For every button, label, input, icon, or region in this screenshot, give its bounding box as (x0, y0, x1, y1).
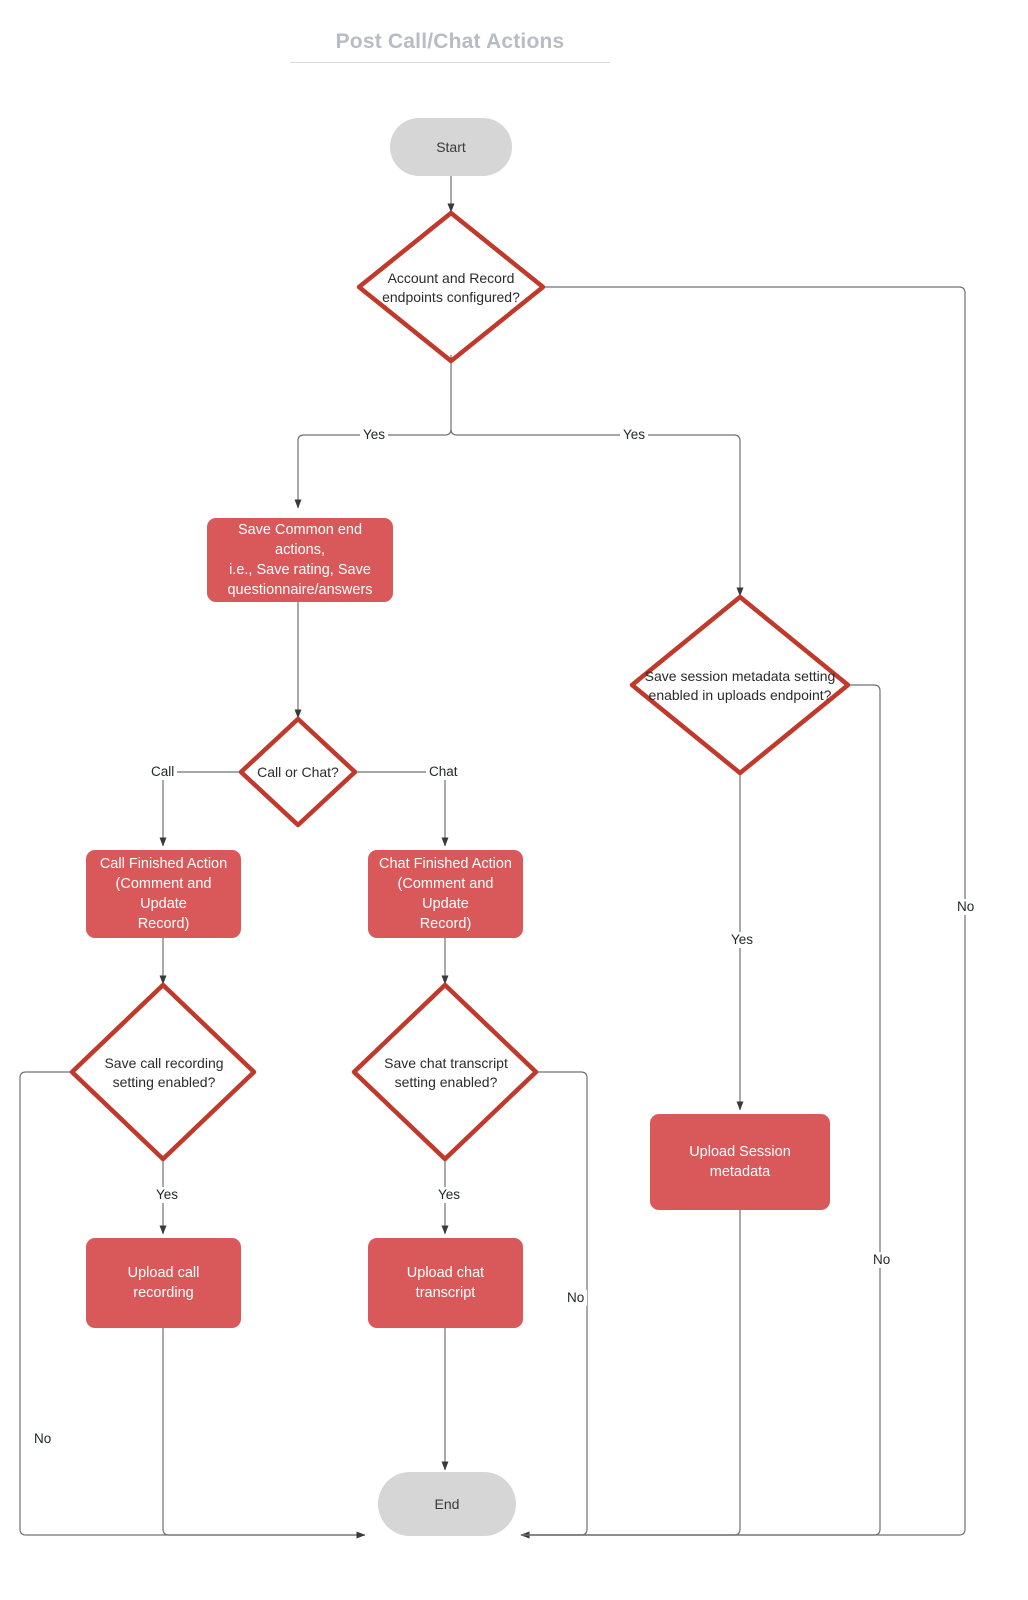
node-upload-session-metadata[interactable]: Upload Session metadata (650, 1114, 830, 1210)
edge-callchat-chat (355, 771, 449, 847)
decision-shape-callchat (238, 716, 358, 828)
edge-label-chat: Chat (426, 764, 461, 780)
node-chat-finished-line3: Record) (419, 916, 472, 932)
edge-label-yes-left: Yes (360, 427, 389, 443)
node-call-finished-line2: (Comment and Update (115, 876, 212, 912)
edge-label-yes-callrec: Yes (153, 1187, 182, 1203)
node-chat-finished-action[interactable]: Chat Finished Action (Comment and Update… (368, 850, 523, 938)
node-chat-finished-line2: (Comment and Update (397, 876, 494, 912)
node-upload-chat-transcript-label: Upload chat transcript (406, 1265, 485, 1301)
edge-endpoints-yes-right (450, 428, 744, 597)
node-upload-session-metadata-label: Upload Session metadata (689, 1144, 791, 1180)
edge-label-yes-chattrans: Yes (435, 1187, 464, 1203)
edge-label-no-callrec: No (31, 1431, 55, 1447)
node-call-finished-line1: Call Finished Action (99, 856, 228, 872)
edge-uploadmeta-to-end (521, 1210, 741, 1536)
node-save-common-actions-line3: questionnaire/answers (227, 582, 373, 598)
edge-label-call: Call (148, 764, 178, 780)
node-upload-chat-transcript[interactable]: Upload chat transcript (368, 1238, 523, 1328)
edge-callchat-call (159, 771, 241, 847)
edge-label-no-endpoints: No (954, 899, 978, 915)
edge-label-yes-sessionmeta: Yes (728, 932, 757, 948)
page-title: Post Call/Chat Actions (335, 30, 565, 53)
node-upload-call-recording-label: Upload call recording (127, 1265, 200, 1301)
edge-uploadcall-to-end (162, 1328, 366, 1539)
decision-shape-endpoints (356, 210, 546, 364)
edge-label-yes-right: Yes (620, 427, 649, 443)
title-divider (290, 62, 610, 63)
edge-sessionmeta-no (521, 684, 881, 1536)
node-save-common-actions-line1: Save Common end actions, (237, 522, 363, 558)
diagram-title-block: Post Call/Chat Actions (290, 28, 610, 63)
node-call-finished-action[interactable]: Call Finished Action (Comment and Update… (86, 850, 241, 938)
node-start[interactable]: Start (390, 118, 512, 176)
node-upload-call-recording[interactable]: Upload call recording (86, 1238, 241, 1328)
decision-shape-callrec (69, 982, 257, 1162)
decision-shape-chattrans (351, 982, 539, 1162)
decision-shape-sessionmeta (629, 594, 851, 776)
node-end[interactable]: End (378, 1472, 516, 1536)
node-save-common-actions[interactable]: Save Common end actions, i.e., Save rati… (207, 518, 393, 602)
node-start-label: Start (436, 139, 466, 155)
node-call-finished-line3: Record) (137, 916, 190, 932)
edge-label-no-sessionmeta: No (870, 1252, 894, 1268)
edge-label-no-chattrans: No (564, 1290, 588, 1306)
node-chat-finished-line1: Chat Finished Action (379, 856, 512, 872)
edge-callrec-no (19, 1071, 365, 1536)
node-end-label: End (434, 1496, 460, 1512)
node-save-common-actions-line2: i.e., Save rating, Save (229, 562, 371, 578)
